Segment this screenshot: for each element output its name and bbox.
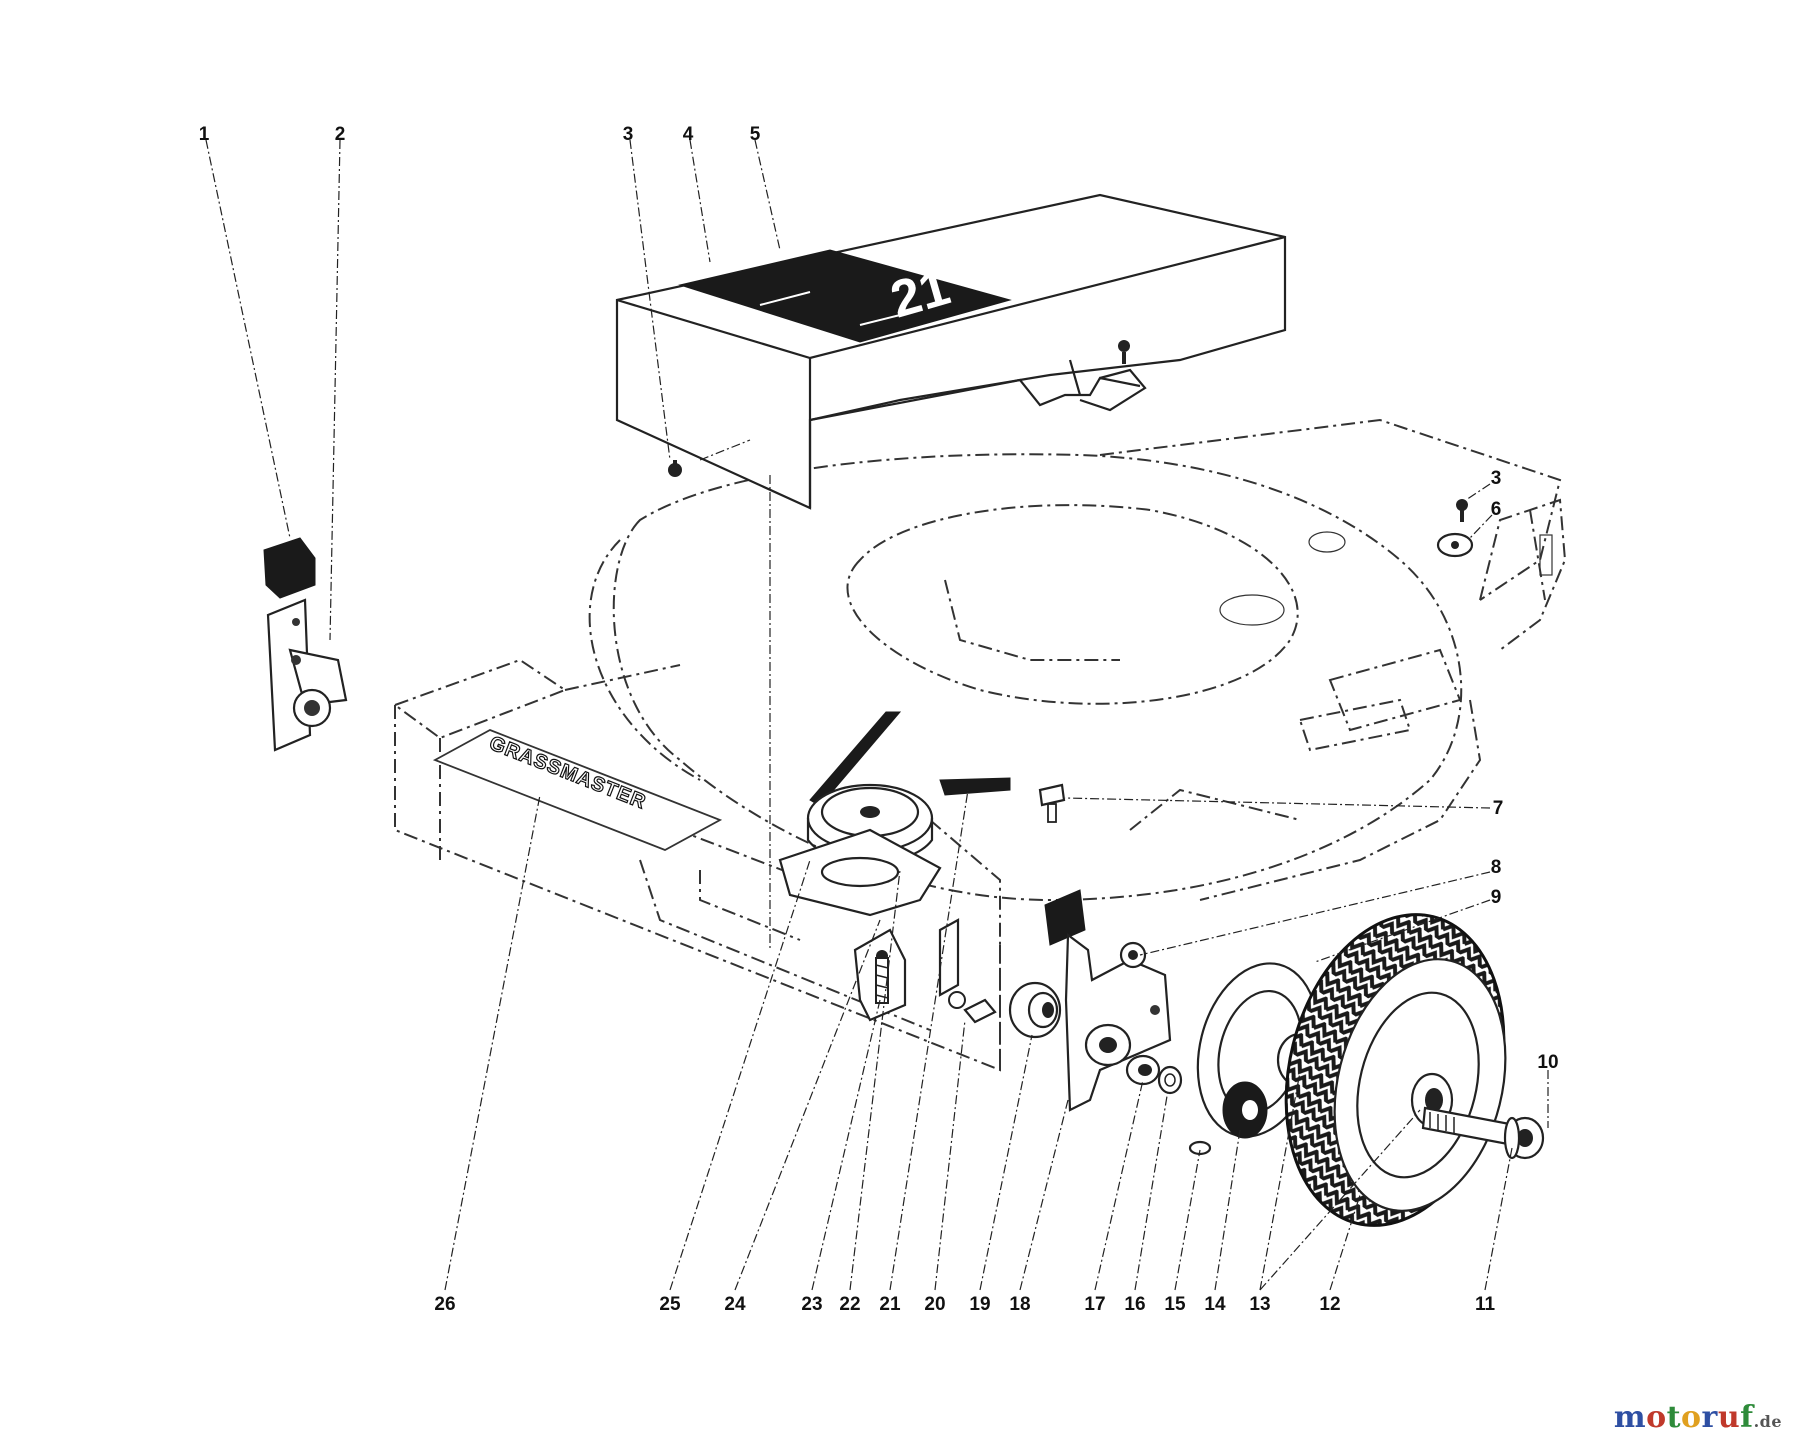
watermark-letter: u [1717,1400,1741,1435]
mower-deck-outline [588,418,1562,902]
watermark-letter: m [1613,1400,1647,1435]
callout-22: 22 [839,1294,860,1315]
watermark-letter: o [1646,1400,1667,1435]
handle-bracket-outline [1479,498,1567,651]
belt-and-pulley [806,711,1011,864]
wheel-tire [1284,913,1507,1227]
watermark-logo: motoruf.de [1614,1400,1782,1435]
callout-24: 24 [724,1294,746,1315]
callout-11: 11 [1475,1294,1496,1315]
callout-4: 4 [683,124,694,145]
callout-13: 13 [1249,1294,1270,1315]
bushing [1008,981,1062,1039]
callout-2: 2 [335,124,346,145]
spacer [1125,1054,1161,1086]
screw-icon [1456,499,1468,522]
callout-21: 21 [879,1294,901,1315]
watermark-letter: r [1701,1400,1718,1435]
bolt-icon [948,991,997,1024]
callout-12: 12 [1319,1294,1340,1315]
watermark-suffix: .de [1753,1412,1782,1431]
callout-19: 19 [969,1294,990,1315]
callout-3b: 3 [1491,468,1502,489]
callouts: 1 2 3 4 5 3 6 7 8 9 10 11 12 13 14 15 16… [199,124,1559,1315]
gear-icon [1222,1081,1268,1139]
watermark-letter: o [1681,1400,1702,1435]
key [1188,1140,1212,1156]
callout-17: 17 [1084,1294,1105,1315]
grassmaster-plate: GRASSMASTER [432,729,723,851]
left-bracket [263,537,348,752]
callout-20: 20 [924,1294,945,1315]
callout-3: 3 [623,124,634,145]
callout-5: 5 [750,124,761,145]
screw-icon [668,460,682,477]
callout-25: 25 [659,1294,681,1315]
clamp-icon [1436,532,1474,558]
callout-16: 16 [1124,1294,1145,1315]
axle-bolt [1421,1106,1545,1160]
callout-8: 8 [1491,857,1502,878]
engine-mount [778,828,960,1022]
screw-icon [1118,340,1130,364]
callout-15: 15 [1164,1294,1186,1315]
callout-14: 14 [1204,1294,1226,1315]
callout-1: 1 [199,124,210,145]
leader-lines [205,139,1549,1291]
bolt-icon [1038,783,1066,823]
watermark-letter: f [1740,1400,1754,1435]
callout-10: 10 [1537,1052,1558,1073]
watermark-letter: t [1666,1400,1682,1435]
axle-bracket [1038,783,1172,1112]
top-cover: 21 [615,193,1287,510]
callout-6: 6 [1491,499,1502,520]
callout-26: 26 [434,1294,455,1315]
callout-23: 23 [801,1294,822,1315]
washer [1157,1065,1183,1095]
callout-9: 9 [1491,887,1502,908]
nut-icon [1119,941,1147,969]
callout-7: 7 [1493,798,1504,819]
callout-18: 18 [1009,1294,1030,1315]
